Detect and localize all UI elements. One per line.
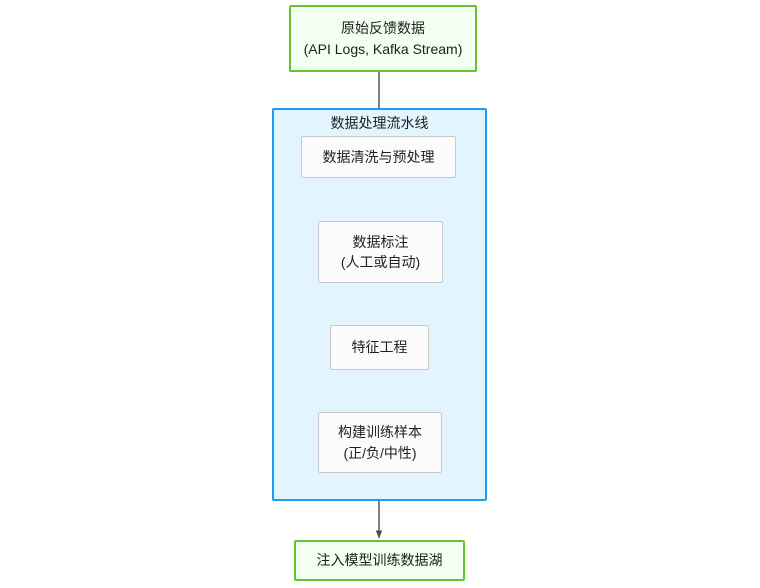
- node-build-training-samples[interactable]: 构建训练样本 (正/负/中性): [318, 412, 442, 473]
- node-inject-training-data-lake[interactable]: 注入模型训练数据湖: [294, 540, 465, 581]
- node-build-training-samples-line-1: 构建训练样本: [338, 424, 422, 441]
- node-build-training-samples-line-2: (正/负/中性): [343, 444, 417, 461]
- node-feature-engineering-line-1: 特征工程: [351, 339, 408, 356]
- node-raw-feedback-data-line-2: (API Logs, Kafka Stream): [303, 40, 463, 57]
- node-data-labeling[interactable]: 数据标注 (人工或自动): [318, 221, 443, 283]
- node-data-labeling-line-1: 数据标注: [352, 233, 409, 250]
- node-data-labeling-line-2: (人工或自动): [340, 254, 421, 270]
- node-raw-feedback-data[interactable]: 原始反馈数据 (API Logs, Kafka Stream): [289, 5, 477, 72]
- node-data-cleaning-line-1: 数据清洗与预处理: [322, 148, 435, 165]
- node-data-cleaning[interactable]: 数据清洗与预处理: [301, 136, 456, 178]
- node-feature-engineering[interactable]: 特征工程: [330, 325, 429, 370]
- node-inject-training-data-lake-line-1: 注入模型训练数据湖: [316, 552, 443, 569]
- node-raw-feedback-data-line-1: 原始反馈数据: [341, 20, 425, 37]
- cluster-title-data-processing-pipeline: 数据处理流水线: [330, 115, 429, 131]
